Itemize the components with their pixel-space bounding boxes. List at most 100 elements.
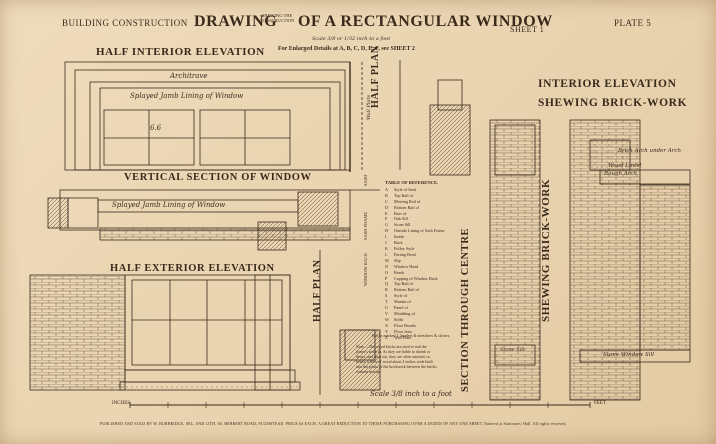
reference-row: W Soffit [385, 317, 444, 323]
reference-key: C [385, 198, 388, 204]
shewing-brickwork-title: SHEWING BRICK-WORK [538, 97, 688, 109]
reference-key: U [385, 305, 389, 311]
label-splayed-mid: Splayed Jamb Lining of Window [112, 201, 226, 209]
reference-row: K Pulley Style [385, 246, 444, 252]
reference-key: P [385, 275, 388, 281]
reference-key: S [385, 293, 388, 299]
reference-value: Top Rail of [394, 281, 414, 287]
reference-value: Wall Plate [394, 334, 412, 340]
details-note: For Enlarged Details at A, B, C, D, E, F… [278, 46, 415, 52]
reference-key: K [385, 245, 389, 251]
reference-key: G [385, 222, 389, 228]
reference-value: Top Rail of [394, 192, 414, 198]
reference-key: E [385, 210, 388, 216]
reference-key: B [385, 192, 388, 198]
elevations-group [29, 60, 691, 408]
reference-key: Y [385, 328, 389, 334]
reference-key: T [385, 299, 388, 305]
reference-value: Bottom Rail of [394, 287, 420, 293]
reference-key: Q [385, 281, 389, 287]
vertical-section-title: VERTICAL SECTION OF WINDOW [124, 172, 312, 183]
reference-value: Bottom Rail of [394, 204, 420, 210]
label-stone-window-sill: Stone Window Sill [603, 352, 655, 358]
reference-row: T Muntin of [385, 299, 444, 305]
reference-row: Y Floor Joist [385, 329, 444, 335]
reference-row: Z Wall Plate [385, 335, 444, 341]
reference-value: Window Head [394, 263, 419, 269]
reference-key: Z [385, 334, 388, 340]
header-left: BUILDING CONSTRUCTION [62, 18, 188, 28]
reference-row: Q Top Rail of [385, 281, 444, 287]
reference-row: C Meeting Rail of [385, 199, 444, 205]
reference-value: Soffit [394, 316, 404, 322]
reference-row: B Top Rail of [385, 193, 444, 199]
sheet-number: SHEET 1 [510, 25, 545, 34]
title-mid-top: SHEWING THE [261, 13, 293, 18]
reference-key: O [385, 269, 389, 275]
reference-row: O Beads [385, 270, 444, 276]
reference-value: Floor Joist [394, 328, 412, 334]
reference-value: Floor Boards [394, 322, 416, 328]
reference-value: Slip [394, 257, 401, 263]
reference-value: Pulley Style [394, 245, 415, 251]
reference-value: Muntin of [394, 299, 411, 305]
title-pre: DRAWING [194, 13, 278, 30]
reference-key: W [385, 316, 389, 322]
group-window-back: WINDOW BACK [363, 252, 368, 286]
reference-value: Inside [394, 234, 405, 240]
exterior-brick-left [29, 274, 126, 391]
label-wall-plate: Wall Plate [366, 94, 372, 120]
reference-row: J Back [385, 240, 444, 246]
reference-value: Style of [394, 293, 408, 299]
reference-key: D [385, 204, 389, 210]
scale-inches: INCHES [112, 401, 131, 406]
reference-row: E Bars of [385, 211, 444, 217]
title-mid-bottom: CONSTRUCTION [259, 18, 295, 23]
reference-value: Oak Sill [394, 216, 408, 222]
reference-row: S Style of [385, 293, 444, 299]
reference-row: R Bottom Rail of [385, 287, 444, 293]
label-splayed-top: Splayed Jamb Lining of Window [130, 92, 244, 100]
reference-key: J [385, 240, 387, 246]
reference-value: Capping of Window Back [394, 275, 438, 281]
scale-note: Scale 3/8 or 1/32 inch to a foot [312, 36, 391, 42]
reference-value: Beads [394, 269, 405, 275]
reference-value: Moulding of [394, 310, 416, 316]
reference-row: P Capping of Window Back [385, 276, 444, 282]
reference-key: F [385, 216, 388, 222]
label-glass-top: 6.6 [150, 124, 162, 132]
reference-row: L Parting Bead [385, 252, 444, 258]
reference-row: D Bottom Rail of [385, 205, 444, 211]
wood-bricks-note: Note.—The wood bricks are used to nail t… [356, 344, 437, 374]
label-stone-sill: Stone Sill [500, 347, 525, 353]
reference-key: R [385, 287, 388, 293]
reference-key: L [385, 251, 388, 257]
reference-value: Back [394, 240, 403, 246]
reference-value: Outside Lining of Sash Frame [394, 228, 445, 234]
reference-value: Bars of [394, 210, 407, 216]
reference-value: Parting Bead [394, 251, 416, 257]
title-mid: SHEWING THE CONSTRUCTION [257, 13, 297, 23]
label-architrave: Architrave [170, 72, 208, 80]
section-brickwork [489, 119, 541, 401]
label-brick-arch: Brick Arch under Arch [618, 148, 682, 154]
group-sash-frame: SASH FRAME [363, 211, 368, 240]
reference-key: X [385, 322, 389, 328]
label-rough-arch: Rough Arch [604, 171, 638, 177]
reference-value: Meeting Rail of [394, 198, 421, 204]
plate-number: PLATE 5 [614, 18, 652, 28]
half-interior-elevation-title: HALF INTERIOR ELEVATION [96, 46, 265, 58]
reference-key: A [385, 186, 389, 192]
scale-bar-label: Scale 3/8 inch to a foot [370, 390, 452, 398]
